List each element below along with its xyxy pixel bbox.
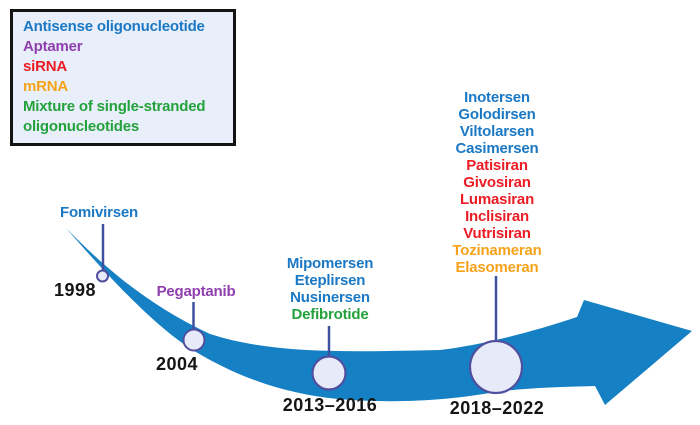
drug-label: Patisiran (466, 157, 528, 174)
milestone-circle-2018-2022 (468, 339, 524, 395)
legend-item-sirna: siRNA (23, 58, 68, 75)
year-label-2018-2022: 2018–2022 (449, 398, 545, 418)
drug-label: Lumasiran (459, 191, 535, 208)
drug-label: Inclisiran (465, 208, 529, 225)
legend-item-mixture: Mixture of single-stranded oligonucleoti… (23, 98, 206, 135)
drug-label: Defibrotide (291, 306, 369, 323)
year-label-2013-2016: 2013–2016 (282, 395, 378, 415)
drug-label: Nusinersen (290, 289, 370, 306)
drug-label: Pegaptanib (156, 283, 236, 300)
drug-label: Viltolarsen (459, 123, 535, 140)
milestone-circle-2013-2016 (311, 355, 347, 391)
arrow-swoosh (66, 228, 692, 405)
drug-label: Givosiran (463, 174, 531, 191)
legend-box: Antisense oligonucleotide Aptamer siRNA … (10, 9, 236, 146)
drug-list-2018-2022: Inotersen Golodirsen Viltolarsen Casimer… (452, 89, 541, 276)
milestone-circle-1998 (96, 269, 109, 283)
drug-list-2004: Pegaptanib (157, 283, 236, 300)
year-label-2004: 2004 (155, 354, 199, 374)
drug-label: Tozinameran (452, 242, 542, 259)
milestone-circle-2004 (182, 328, 206, 352)
drug-label: Casimersen (455, 140, 539, 157)
legend-item-antisense: Antisense oligonucleotide (23, 18, 205, 35)
legend-item-aptamer: Aptamer (23, 38, 83, 55)
drug-list-2013-2016: Mipomersen Eteplirsen Nusinersen Defibro… (286, 255, 374, 323)
drug-label: Eteplirsen (294, 272, 366, 289)
drug-label: Inotersen (464, 89, 530, 106)
drug-label: Fomivirsen (59, 204, 139, 221)
drug-label: Mipomersen (286, 255, 374, 272)
drug-label: Vutrisiran (463, 225, 531, 242)
legend-item-mrna: mRNA (23, 78, 69, 95)
drug-label: Golodirsen (458, 106, 536, 123)
drug-label: Elasomeran (455, 259, 539, 276)
year-label-1998: 1998 (53, 280, 97, 300)
drug-list-1998: Fomivirsen (60, 204, 138, 221)
